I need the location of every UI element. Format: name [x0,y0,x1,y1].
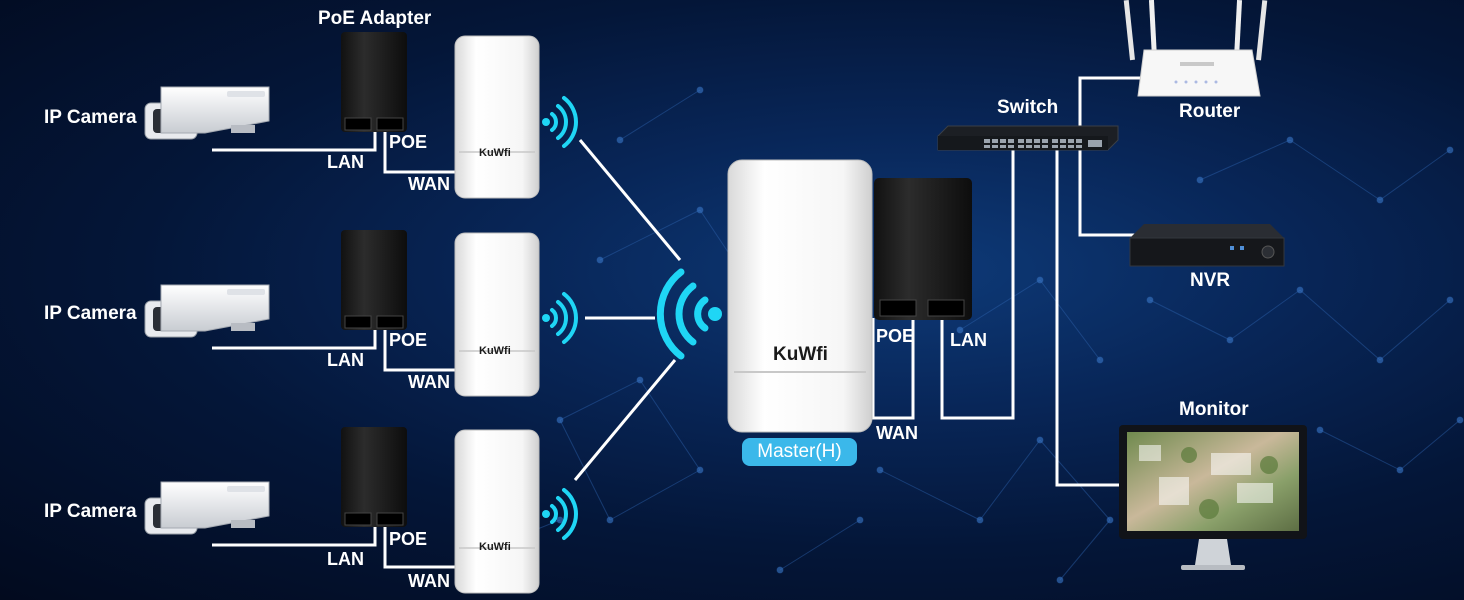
wan-port-label: WAN [408,174,450,194]
poe-adapter-icon [341,32,407,132]
brand-logo: KuWfi [479,147,511,159]
poe-port-label: POE [389,529,428,549]
lan-port-label: LAN [950,330,987,350]
router-label: Router [1179,101,1241,122]
router-icon [1123,0,1268,97]
poe-adapter-label: PoE Adapter [318,8,432,29]
cpe-bridge-icon [454,35,540,199]
poe-adapter-icon [874,178,972,320]
master-badge: Master(H) [742,438,857,466]
monitor-label: Monitor [1179,399,1249,420]
poe-port-label: POE [389,132,428,152]
lan-port-label: LAN [327,549,364,569]
ip-camera-label: IP Camera [44,501,137,522]
cpe-bridge-icon [454,429,540,594]
brand-logo: KuWfi [773,344,828,365]
cpe-bridge-icon [454,232,540,397]
lan-port-label: LAN [327,350,364,370]
poe-adapter-icon [341,427,407,527]
wifi-signal-icon [656,268,722,360]
master-cpe-bridge-icon [727,159,873,433]
ip-camera-icon [144,284,270,338]
ip-camera-label: IP Camera [44,303,137,324]
nvr-icon [1129,224,1285,267]
ip-camera-icon [144,86,270,140]
brand-logo: KuWfi [479,345,511,357]
wan-port-label: WAN [408,372,450,392]
cables [212,76,1145,569]
network-switch-icon [937,125,1119,151]
wifi-signal-icon [542,96,578,148]
wan-port-label: WAN [408,571,450,591]
ip-camera-icon [144,481,270,535]
poe-adapter-icon [341,230,407,330]
poe-port-label: POE [876,326,915,346]
wan-port-label: WAN [876,423,918,443]
monitor-icon [1119,425,1307,570]
poe-port-label: POE [389,330,428,350]
brand-logo: KuWfi [479,541,511,553]
lan-port-label: LAN [327,152,364,172]
switch-label: Switch [997,97,1059,118]
wifi-signal-icon [542,292,578,344]
wifi-signal-icon [542,488,578,540]
nvr-label: NVR [1190,270,1231,291]
ip-camera-label: IP Camera [44,107,137,128]
